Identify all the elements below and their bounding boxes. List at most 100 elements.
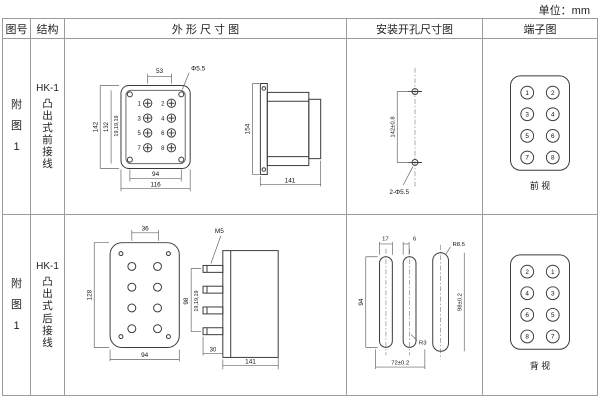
fig-no-cell-2: 附 图 1 (3, 215, 31, 395)
side-view-rear-dimension-lines (190, 235, 279, 370)
svg-text:17: 17 (382, 236, 389, 242)
terminal-diagram-rear: 2 1 4 3 6 5 8 7 背 视 (510, 254, 570, 371)
centerlines (385, 244, 441, 360)
svg-text:132: 132 (104, 122, 110, 132)
mounting-dimension-lines (396, 90, 413, 185)
svg-text:128: 128 (86, 289, 93, 300)
side-view-dimension-lines (251, 82, 321, 186)
terminal-cell-2: 2 1 4 3 6 5 8 7 背 视 (483, 215, 597, 395)
svg-text:98±0.2: 98±0.2 (457, 293, 463, 311)
rear-view-dimension-labels: 36 128 94 (86, 225, 149, 359)
svg-text:7: 7 (525, 154, 529, 161)
svg-text:1: 1 (137, 101, 140, 107)
fig-char: 图 (11, 120, 22, 132)
structure-cell-1: HK-1 凸 出 式 前 接 线 (31, 39, 65, 215)
svg-text:72±0.2: 72±0.2 (391, 361, 409, 367)
structure-char: 式 (42, 121, 53, 134)
outline-drawing-rear-wiring: 36 128 94 (86, 225, 279, 370)
svg-text:6: 6 (551, 133, 555, 140)
svg-text:1: 1 (525, 89, 529, 96)
svg-text:8: 8 (161, 146, 165, 152)
svg-text:19,19,19: 19,19,19 (114, 115, 120, 136)
svg-text:4: 4 (161, 116, 165, 122)
structure-char: 出 (42, 109, 53, 122)
dimension-lines (99, 71, 191, 191)
svg-text:8: 8 (551, 154, 555, 161)
terminal-circles (520, 264, 560, 344)
view-label: 前 视 (530, 179, 550, 190)
fig-char: 1 (13, 319, 20, 332)
fig-char: 1 (13, 141, 20, 153)
structure-char: 出 (42, 288, 53, 301)
model-label: HK-1 (36, 82, 59, 94)
svg-text:6: 6 (161, 131, 165, 137)
svg-text:8: 8 (525, 334, 529, 341)
mounting-dimension-lines-2 (364, 241, 465, 370)
structure-cell-2: HK-1 凸 出 式 后 接 线 (31, 215, 65, 395)
fig-no-cell-1: 附 图 1 (3, 39, 31, 215)
structure-char: 凸 (42, 97, 53, 110)
svg-text:5: 5 (551, 312, 555, 319)
svg-text:3: 3 (551, 290, 555, 297)
terminal-diagram-front: 1 2 3 4 5 6 7 8 前 视 (510, 74, 570, 190)
svg-text:2-Φ5.5: 2-Φ5.5 (389, 189, 409, 196)
side-view-rear-dimension-labels: M5 98 19,19,19 30 141 (183, 228, 256, 366)
header-terminal: 端子图 (483, 19, 597, 39)
terminal-screws (142, 98, 176, 152)
outline-drawing-front-wiring: 1 2 3 4 5 6 7 8 53 (92, 65, 321, 191)
mounting-dimension-labels: 142±0.8 2-Φ5.5 (389, 115, 409, 195)
svg-text:30: 30 (209, 347, 216, 353)
svg-text:Φ5.5: Φ5.5 (191, 65, 205, 72)
svg-text:116: 116 (150, 181, 161, 188)
svg-text:94: 94 (141, 352, 149, 359)
structure-char: 线 (42, 158, 53, 171)
svg-text:141: 141 (245, 358, 256, 365)
relay-front-view (119, 84, 191, 169)
svg-text:94: 94 (357, 298, 364, 306)
svg-text:2: 2 (161, 101, 164, 107)
rear-view-dimension-lines (93, 229, 180, 362)
structure-char: 接 (42, 146, 53, 159)
outline-cell-2: 36 128 94 (65, 215, 347, 395)
structure-char: 线 (42, 336, 53, 349)
svg-text:154: 154 (244, 123, 251, 134)
model-label: HK-1 (36, 261, 59, 273)
svg-text:2: 2 (551, 89, 555, 96)
mounting-drawing-2: 17 6 R8.5 94 98±0.2 R3 72±0.2 (357, 236, 465, 370)
terminal-numbers: 1 2 3 4 5 6 7 8 (137, 101, 165, 151)
svg-text:98: 98 (183, 297, 190, 305)
mounting-cell-2: 17 6 R8.5 94 98±0.2 R3 72±0.2 (347, 215, 483, 395)
svg-text:1: 1 (551, 269, 555, 276)
terminal-circles (520, 85, 560, 164)
header-fig-no: 图号 (3, 19, 31, 39)
terminal-block-outline (510, 254, 570, 350)
header-mounting: 安装开孔尺寸图 (347, 19, 483, 39)
terminal-cell-1: 1 2 3 4 5 6 7 8 前 视 (483, 39, 597, 215)
fig-char: 图 (11, 298, 22, 311)
svg-text:142±0.8: 142±0.8 (390, 115, 396, 137)
svg-text:141: 141 (284, 177, 295, 184)
terminal-circle-numbers: 2 1 4 3 6 5 8 7 (525, 269, 555, 341)
outline-cell-1: 1 2 3 4 5 6 7 8 53 (65, 39, 347, 215)
structure-char: 接 (42, 324, 53, 337)
structure-char: 凸 (42, 276, 53, 289)
svg-text:M5: M5 (214, 228, 223, 235)
relay-side-view (259, 82, 321, 175)
view-label: 背 视 (530, 360, 550, 371)
structure-char: 前 (42, 134, 53, 146)
svg-text:3: 3 (525, 111, 529, 118)
svg-text:7: 7 (137, 146, 140, 152)
svg-text:53: 53 (155, 68, 163, 75)
unit-label: 单位：mm (538, 5, 590, 17)
svg-text:7: 7 (551, 334, 555, 341)
fig-char: 附 (11, 99, 22, 111)
svg-text:5: 5 (525, 133, 529, 140)
terminal-circle-numbers: 1 2 3 4 5 6 7 8 (525, 89, 555, 161)
mounting-dimension-labels-2: 17 6 R8.5 94 98±0.2 R3 72±0.2 (357, 236, 465, 366)
dimension-labels: 53 Φ5.5 142 132 19,19,19 94 116 (92, 65, 205, 188)
structure-char: 后 (42, 312, 53, 325)
side-view-dimension-labels: 154 141 (244, 123, 295, 184)
fig-char: 附 (11, 277, 22, 290)
relay-rear-view (109, 242, 180, 349)
